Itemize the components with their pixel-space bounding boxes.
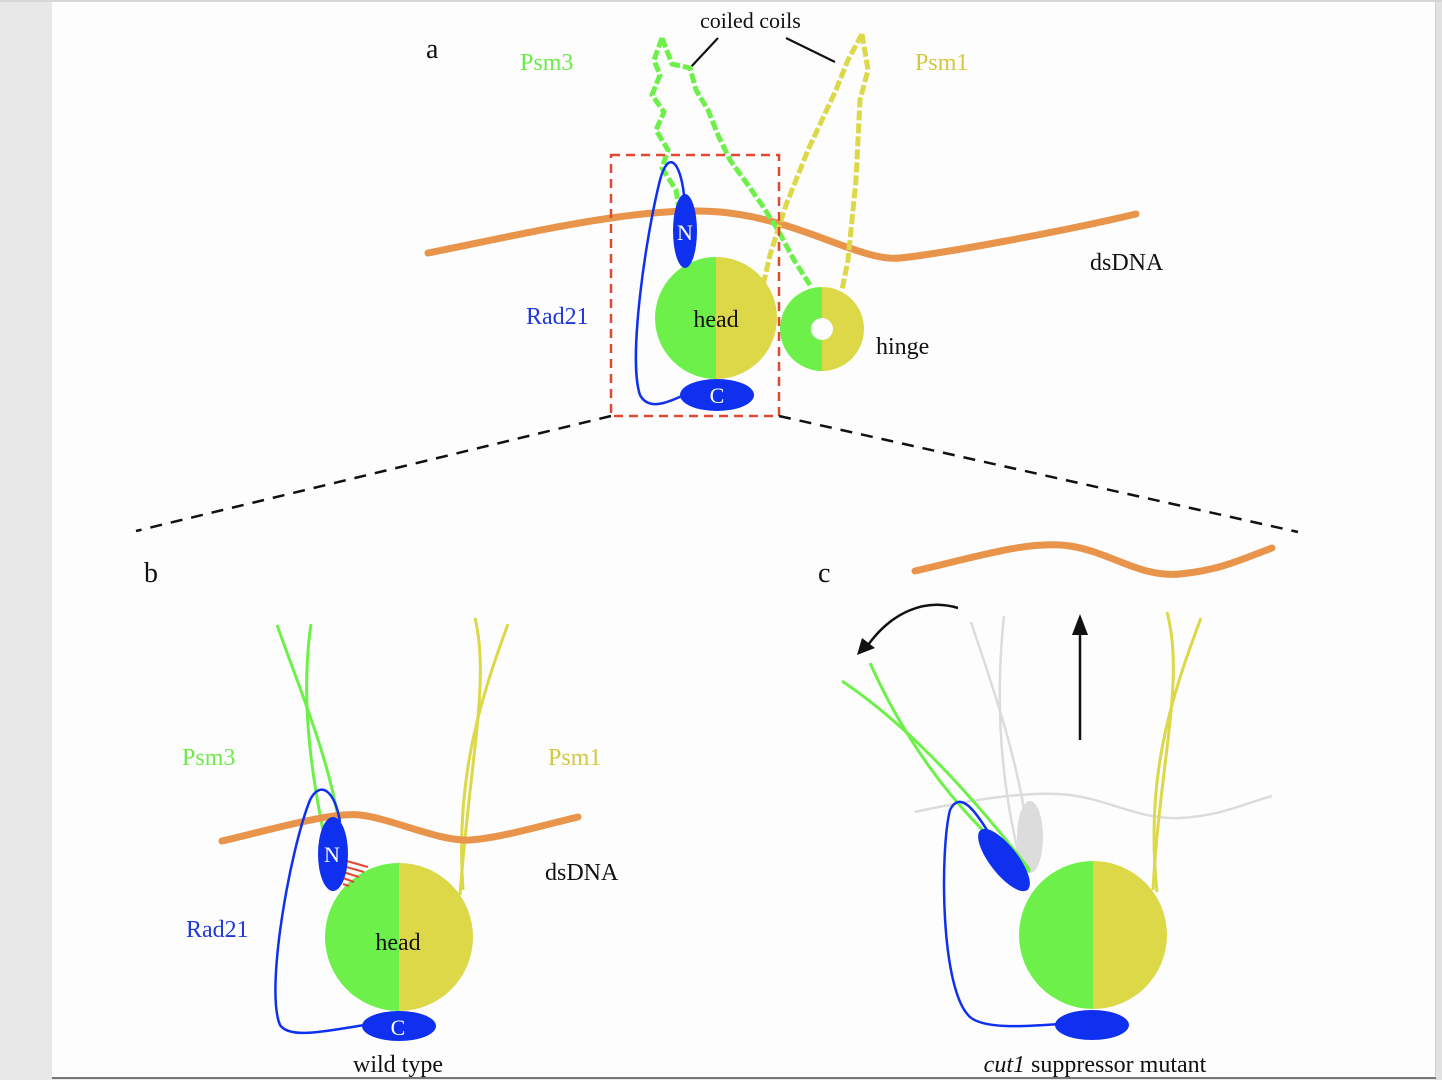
psm1-coil-2-a xyxy=(839,33,871,291)
coiled-coils-pointer-right xyxy=(785,37,836,63)
panel-c-label: c xyxy=(818,558,830,589)
dsdna-label-a: dsDNA xyxy=(1090,250,1164,276)
n-label-b: N xyxy=(324,842,340,867)
panel-b: b Psm3 Psm1 dsDNA head N C R xyxy=(144,558,619,1078)
head-domain-c xyxy=(1019,861,1167,1009)
psm1-arm-1-c xyxy=(1151,611,1175,891)
psm1-label-b: Psm1 xyxy=(548,745,601,771)
rad21-linker-a xyxy=(634,160,686,406)
hinge-hole xyxy=(811,318,833,340)
psm1-arm-2-b xyxy=(459,623,510,891)
zoom-guide-right xyxy=(778,414,1299,534)
rad21-linker-c xyxy=(942,800,1061,1028)
rad21-linker-b xyxy=(274,788,366,1035)
psm3-label-a: Psm3 xyxy=(520,50,573,76)
psm1-coil-1-a xyxy=(759,32,865,291)
coiled-coils-pointer-left xyxy=(689,37,719,69)
zoom-region-box xyxy=(609,153,781,418)
ghost-psm3-arm-2 xyxy=(998,615,1022,861)
caption-cut1-suppressor: cut1 suppressor mutant xyxy=(984,1052,1207,1078)
panel-a: a coiled coils Psm3 Psm1 dsDNA head hing… xyxy=(135,8,1299,534)
ghost-dsdna xyxy=(914,792,1273,820)
up-arrow-head xyxy=(1072,614,1088,635)
rotation-arrow-shaft xyxy=(866,603,959,646)
rad21-label-b: Rad21 xyxy=(186,917,249,943)
rad21-c-terminus-c xyxy=(1055,1010,1129,1040)
c-label-a: C xyxy=(710,383,725,408)
page-bottom-edge xyxy=(52,1077,1436,1079)
dsdna-label-b: dsDNA xyxy=(545,860,619,886)
coiled-coils-label: coiled coils xyxy=(700,8,801,33)
panel-a-label: a xyxy=(426,34,439,65)
n-label-a: N xyxy=(677,220,693,245)
psm1-label-a: Psm1 xyxy=(915,50,968,76)
dsdna-strand-a xyxy=(424,207,1140,262)
psm1-arm-2-c xyxy=(1152,617,1203,893)
rad21-c-terminus-b xyxy=(362,1011,436,1041)
head-label-b: head xyxy=(375,930,420,956)
zoom-guide-left xyxy=(135,414,612,533)
psm3-coil-2-a xyxy=(659,37,813,287)
panel-c: c cut1 suppressor mutant xyxy=(818,541,1276,1078)
hinge-label: hinge xyxy=(876,334,929,360)
ghost-n-terminus xyxy=(1017,801,1043,873)
caption-wild-type: wild type xyxy=(353,1052,443,1078)
head-label-a: head xyxy=(693,307,738,333)
rotation-arrow-head xyxy=(857,638,875,655)
rad21-label-a: Rad21 xyxy=(526,304,589,330)
panel-b-label: b xyxy=(144,558,158,589)
caption-gene-name: cut1 xyxy=(984,1052,1025,1078)
rad21-n-terminus-b xyxy=(318,817,348,891)
caption-rest: suppressor mutant xyxy=(1025,1052,1207,1078)
psm1-arm-1-b xyxy=(458,617,482,896)
psm3-label-b: Psm3 xyxy=(182,745,235,771)
dsdna-strand-b xyxy=(218,811,582,845)
c-label-b: C xyxy=(391,1015,406,1040)
scrollbar[interactable] xyxy=(1435,2,1442,1080)
rad21-n-terminus-a xyxy=(673,194,697,268)
psm3-arm-1-c xyxy=(841,679,1032,871)
dsdna-strand-c xyxy=(911,541,1276,578)
rad21-n-terminus-c xyxy=(978,828,1030,892)
rad21-c-terminus-a xyxy=(680,379,754,411)
psm3-coil-1-a xyxy=(649,37,693,251)
window-top-border xyxy=(0,0,1442,2)
